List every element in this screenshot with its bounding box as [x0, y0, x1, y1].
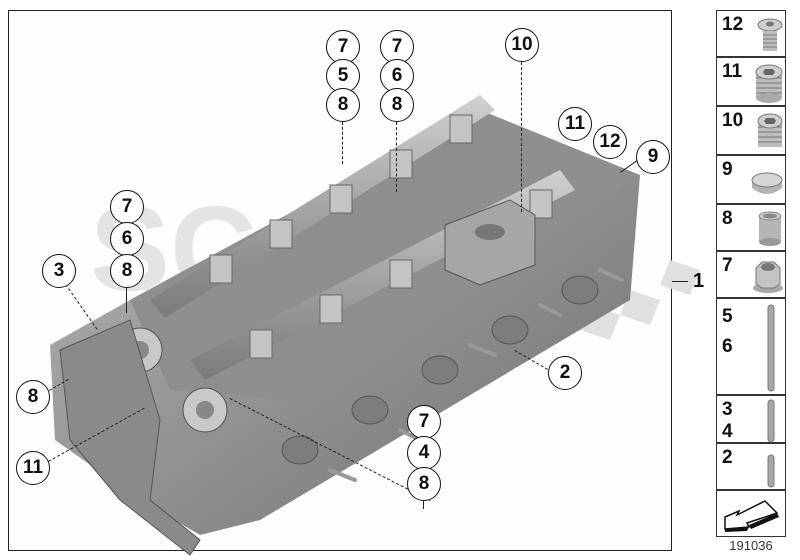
diagram-part-number: 191036	[729, 538, 773, 553]
callout-7[interactable]: 7	[380, 30, 414, 64]
callout-7[interactable]: 7	[110, 190, 144, 224]
part-tile-12[interactable]: 12	[716, 10, 786, 57]
collar-nut-icon	[753, 261, 783, 293]
callout-11[interactable]: 11	[16, 451, 50, 485]
next-page-arrow-icon	[724, 500, 779, 532]
callout-9[interactable]: 9	[636, 140, 670, 174]
part-number-label: 9	[722, 159, 733, 180]
callout-5[interactable]: 5	[326, 59, 360, 93]
part-tile-8[interactable]: 8	[716, 204, 786, 251]
expansion-cap-icon	[751, 172, 783, 194]
callout-12[interactable]: 12	[593, 125, 627, 159]
part-number-label: 7	[722, 255, 733, 276]
leader-line	[423, 501, 424, 509]
part-number-label: 5 6	[722, 306, 733, 357]
part-tile-2[interactable]: 2	[716, 443, 786, 490]
part-tile-7[interactable]: 7	[716, 251, 786, 298]
part-tile-11[interactable]: 11	[716, 57, 786, 106]
callout-3[interactable]: 3	[42, 254, 76, 288]
part-number-label: 8	[722, 208, 733, 229]
callout-11[interactable]: 11	[558, 107, 592, 141]
screw-plug-hex-large-icon	[755, 64, 783, 103]
part-tile-9[interactable]: 9	[716, 155, 786, 204]
callout-1[interactable]: 1	[693, 270, 705, 292]
callout-8[interactable]: 8	[326, 88, 360, 122]
callout-8[interactable]: 8	[380, 88, 414, 122]
leader-line	[342, 122, 343, 164]
screw-plug-hex-icon	[757, 113, 783, 147]
callout-4[interactable]: 4	[407, 436, 441, 470]
stud-short-icon	[767, 454, 775, 488]
part-number-label: 2	[722, 447, 733, 468]
callout-7[interactable]: 7	[407, 405, 441, 439]
leader-line	[126, 288, 127, 313]
part-number-label: 11	[722, 61, 743, 82]
leader-line	[521, 62, 522, 212]
stud-medium-icon	[767, 399, 775, 443]
part-tile-5-6[interactable]: 5 6	[716, 298, 786, 395]
part-number-label: 3 4	[722, 399, 733, 442]
next-page-button[interactable]	[716, 490, 786, 537]
screw-plug-small-icon	[757, 18, 783, 51]
leader-line	[672, 281, 688, 282]
part-number-label: 10	[722, 110, 744, 131]
callout-10[interactable]: 10	[505, 28, 539, 62]
callout-2[interactable]: 2	[548, 356, 582, 390]
part-tile-3-4[interactable]: 3 4	[716, 395, 786, 443]
part-number-label: 12	[722, 14, 744, 35]
callout-8[interactable]: 8	[110, 254, 144, 288]
callout-8[interactable]: 8	[16, 380, 50, 414]
leader-line	[396, 122, 397, 192]
callout-6[interactable]: 6	[110, 222, 144, 256]
part-tile-10[interactable]: 10	[716, 106, 786, 155]
stud-long-icon	[767, 304, 775, 392]
dowel-sleeve-icon	[758, 211, 782, 246]
callout-8[interactable]: 8	[407, 467, 441, 501]
engine-cylinder-head	[50, 95, 640, 556]
